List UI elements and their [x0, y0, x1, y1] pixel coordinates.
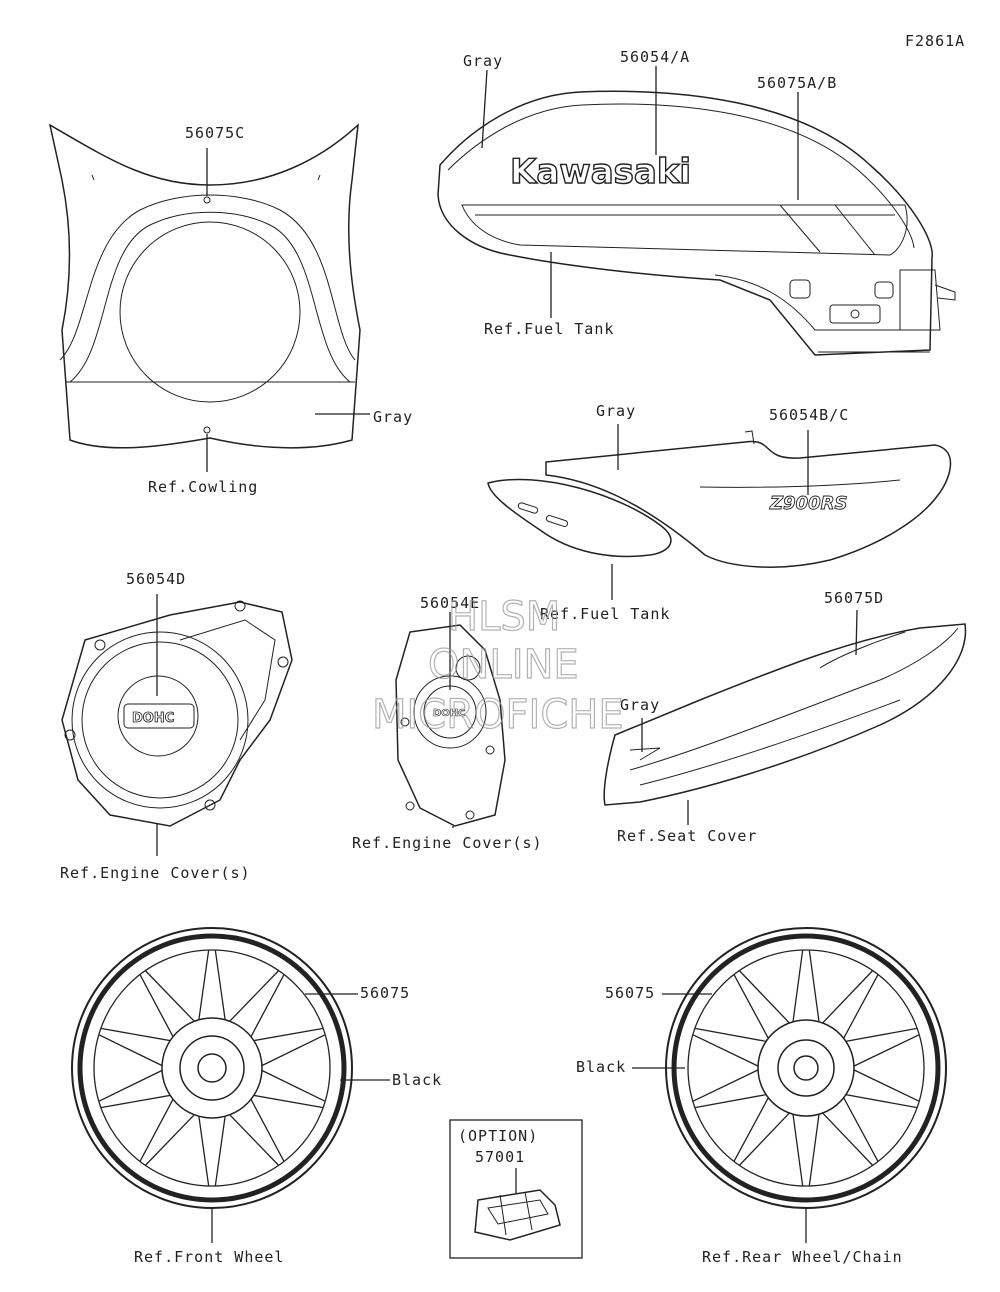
spoke [247, 1094, 285, 1162]
spoke [139, 1094, 177, 1162]
spoke [98, 1067, 168, 1102]
spoke [247, 974, 285, 1042]
spoke [225, 1110, 280, 1166]
spoke [694, 1093, 771, 1109]
tank-logo: Kawasaki [510, 152, 691, 192]
spoke [248, 1027, 324, 1043]
engine-left-reference: Ref.Engine Cover(s) [60, 864, 251, 882]
spoke [841, 1027, 918, 1043]
spoke [808, 949, 821, 1027]
spoke [738, 1109, 793, 1166]
spoke [144, 1110, 199, 1166]
engine-right-reference: Ref.Engine Cover(s) [352, 834, 543, 852]
spoke [808, 1109, 821, 1187]
rear-wheel-reference: Ref.Rear Wheel/Chain [702, 1248, 903, 1266]
spoke [256, 1034, 326, 1069]
spoke [849, 1034, 920, 1069]
side-color: Gray [596, 402, 636, 420]
spoke [849, 1067, 920, 1102]
side-decal-number: 56054B/C [769, 406, 849, 424]
watermark: HLSM ONLINE MICROFICHE [371, 593, 624, 738]
figure-id: F2861A [905, 32, 965, 50]
rear-wheel-spokes [692, 949, 920, 1187]
seat-color: Gray [620, 696, 660, 714]
spoke [841, 1093, 879, 1162]
side-logo: Z900RS [769, 493, 847, 514]
rear-wheel-decal-number: 56075 [605, 984, 655, 1002]
tank-stripe-number: 56075A/B [757, 74, 837, 92]
front-wheel-part[interactable] [71, 927, 353, 1209]
seat-cover-part[interactable] [603, 623, 967, 806]
engine-right-decal-number: 56054E [420, 594, 480, 612]
spoke [98, 1034, 168, 1069]
option-part-number: 57001 [475, 1148, 525, 1166]
spoke [733, 1093, 771, 1162]
side-reference: Ref.Fuel Tank [540, 605, 670, 623]
spoke [738, 970, 793, 1027]
spoke [214, 1110, 227, 1187]
engine-cover-right-part[interactable]: DOHC [395, 624, 506, 827]
watermark-line-1: HLSM [448, 594, 560, 640]
spoke [225, 970, 280, 1026]
tank-color: Gray [463, 52, 503, 70]
engine-left-decal-number: 56054D [126, 570, 186, 588]
front-wheel-decal-number: 56075 [360, 984, 410, 1002]
watermark-line-2: ONLINE [428, 642, 579, 688]
seat-reference: Ref.Seat Cover [617, 827, 757, 845]
spoke [144, 970, 199, 1026]
spoke [791, 949, 804, 1027]
front-wheel-spokes [98, 949, 326, 1187]
spoke [197, 949, 210, 1026]
cowling-decal-number: 56075C [185, 124, 245, 142]
tank-decal-number: 56054/A [620, 48, 690, 66]
side-cover-part[interactable]: Z900RS [487, 430, 952, 568]
engine-right-logo: DOHC [433, 708, 466, 719]
rear-wheel-part[interactable] [665, 927, 947, 1209]
cowling-reference: Ref.Cowling [148, 478, 258, 496]
spoke [819, 1109, 874, 1166]
front-wheel-color: Black [392, 1071, 442, 1089]
spoke [694, 1027, 771, 1043]
spoke [100, 1027, 176, 1043]
cowling-color: Gray [373, 408, 413, 426]
spoke [692, 1034, 763, 1069]
spoke [791, 1109, 804, 1187]
cowling-part[interactable] [48, 123, 361, 449]
engine-left-logo: DOHC [132, 711, 174, 726]
tank-reference: Ref.Fuel Tank [484, 320, 614, 338]
fuel-tank-part[interactable]: Kawasaki [437, 90, 956, 356]
spoke [819, 970, 874, 1027]
spoke [841, 1093, 918, 1109]
option-box[interactable]: (OPTION) 57001 [449, 1119, 583, 1259]
engine-cover-left-part[interactable]: DOHC [61, 600, 293, 827]
spoke [197, 1110, 210, 1187]
spoke [733, 974, 771, 1043]
spoke [248, 1093, 324, 1109]
spoke [139, 974, 177, 1042]
seat-decal-number: 56075D [824, 589, 884, 607]
spoke [100, 1093, 176, 1109]
watermark-line-3: MICROFICHE [372, 692, 624, 738]
front-wheel-reference: Ref.Front Wheel [134, 1248, 284, 1266]
spoke [692, 1067, 763, 1102]
spoke [214, 949, 227, 1026]
option-title: (OPTION) [458, 1127, 538, 1145]
rear-wheel-color: Black [576, 1058, 626, 1076]
spoke [841, 974, 879, 1043]
spoke [256, 1067, 326, 1102]
